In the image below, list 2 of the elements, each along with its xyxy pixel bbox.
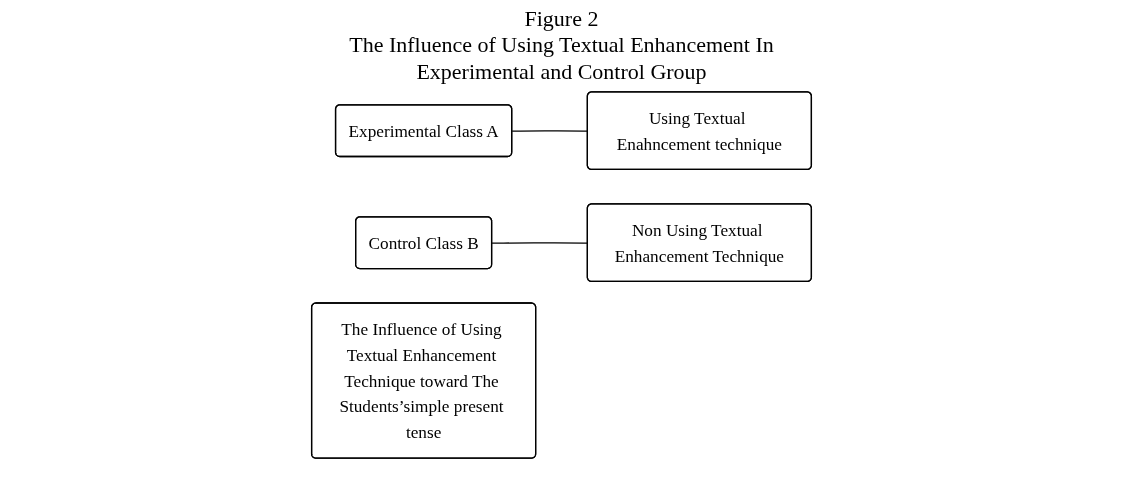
figure-number: Figure 2 xyxy=(524,6,599,33)
figure-title: The Influence of Using Textual Enhancement In Experimental and Control Group xyxy=(348,32,775,86)
